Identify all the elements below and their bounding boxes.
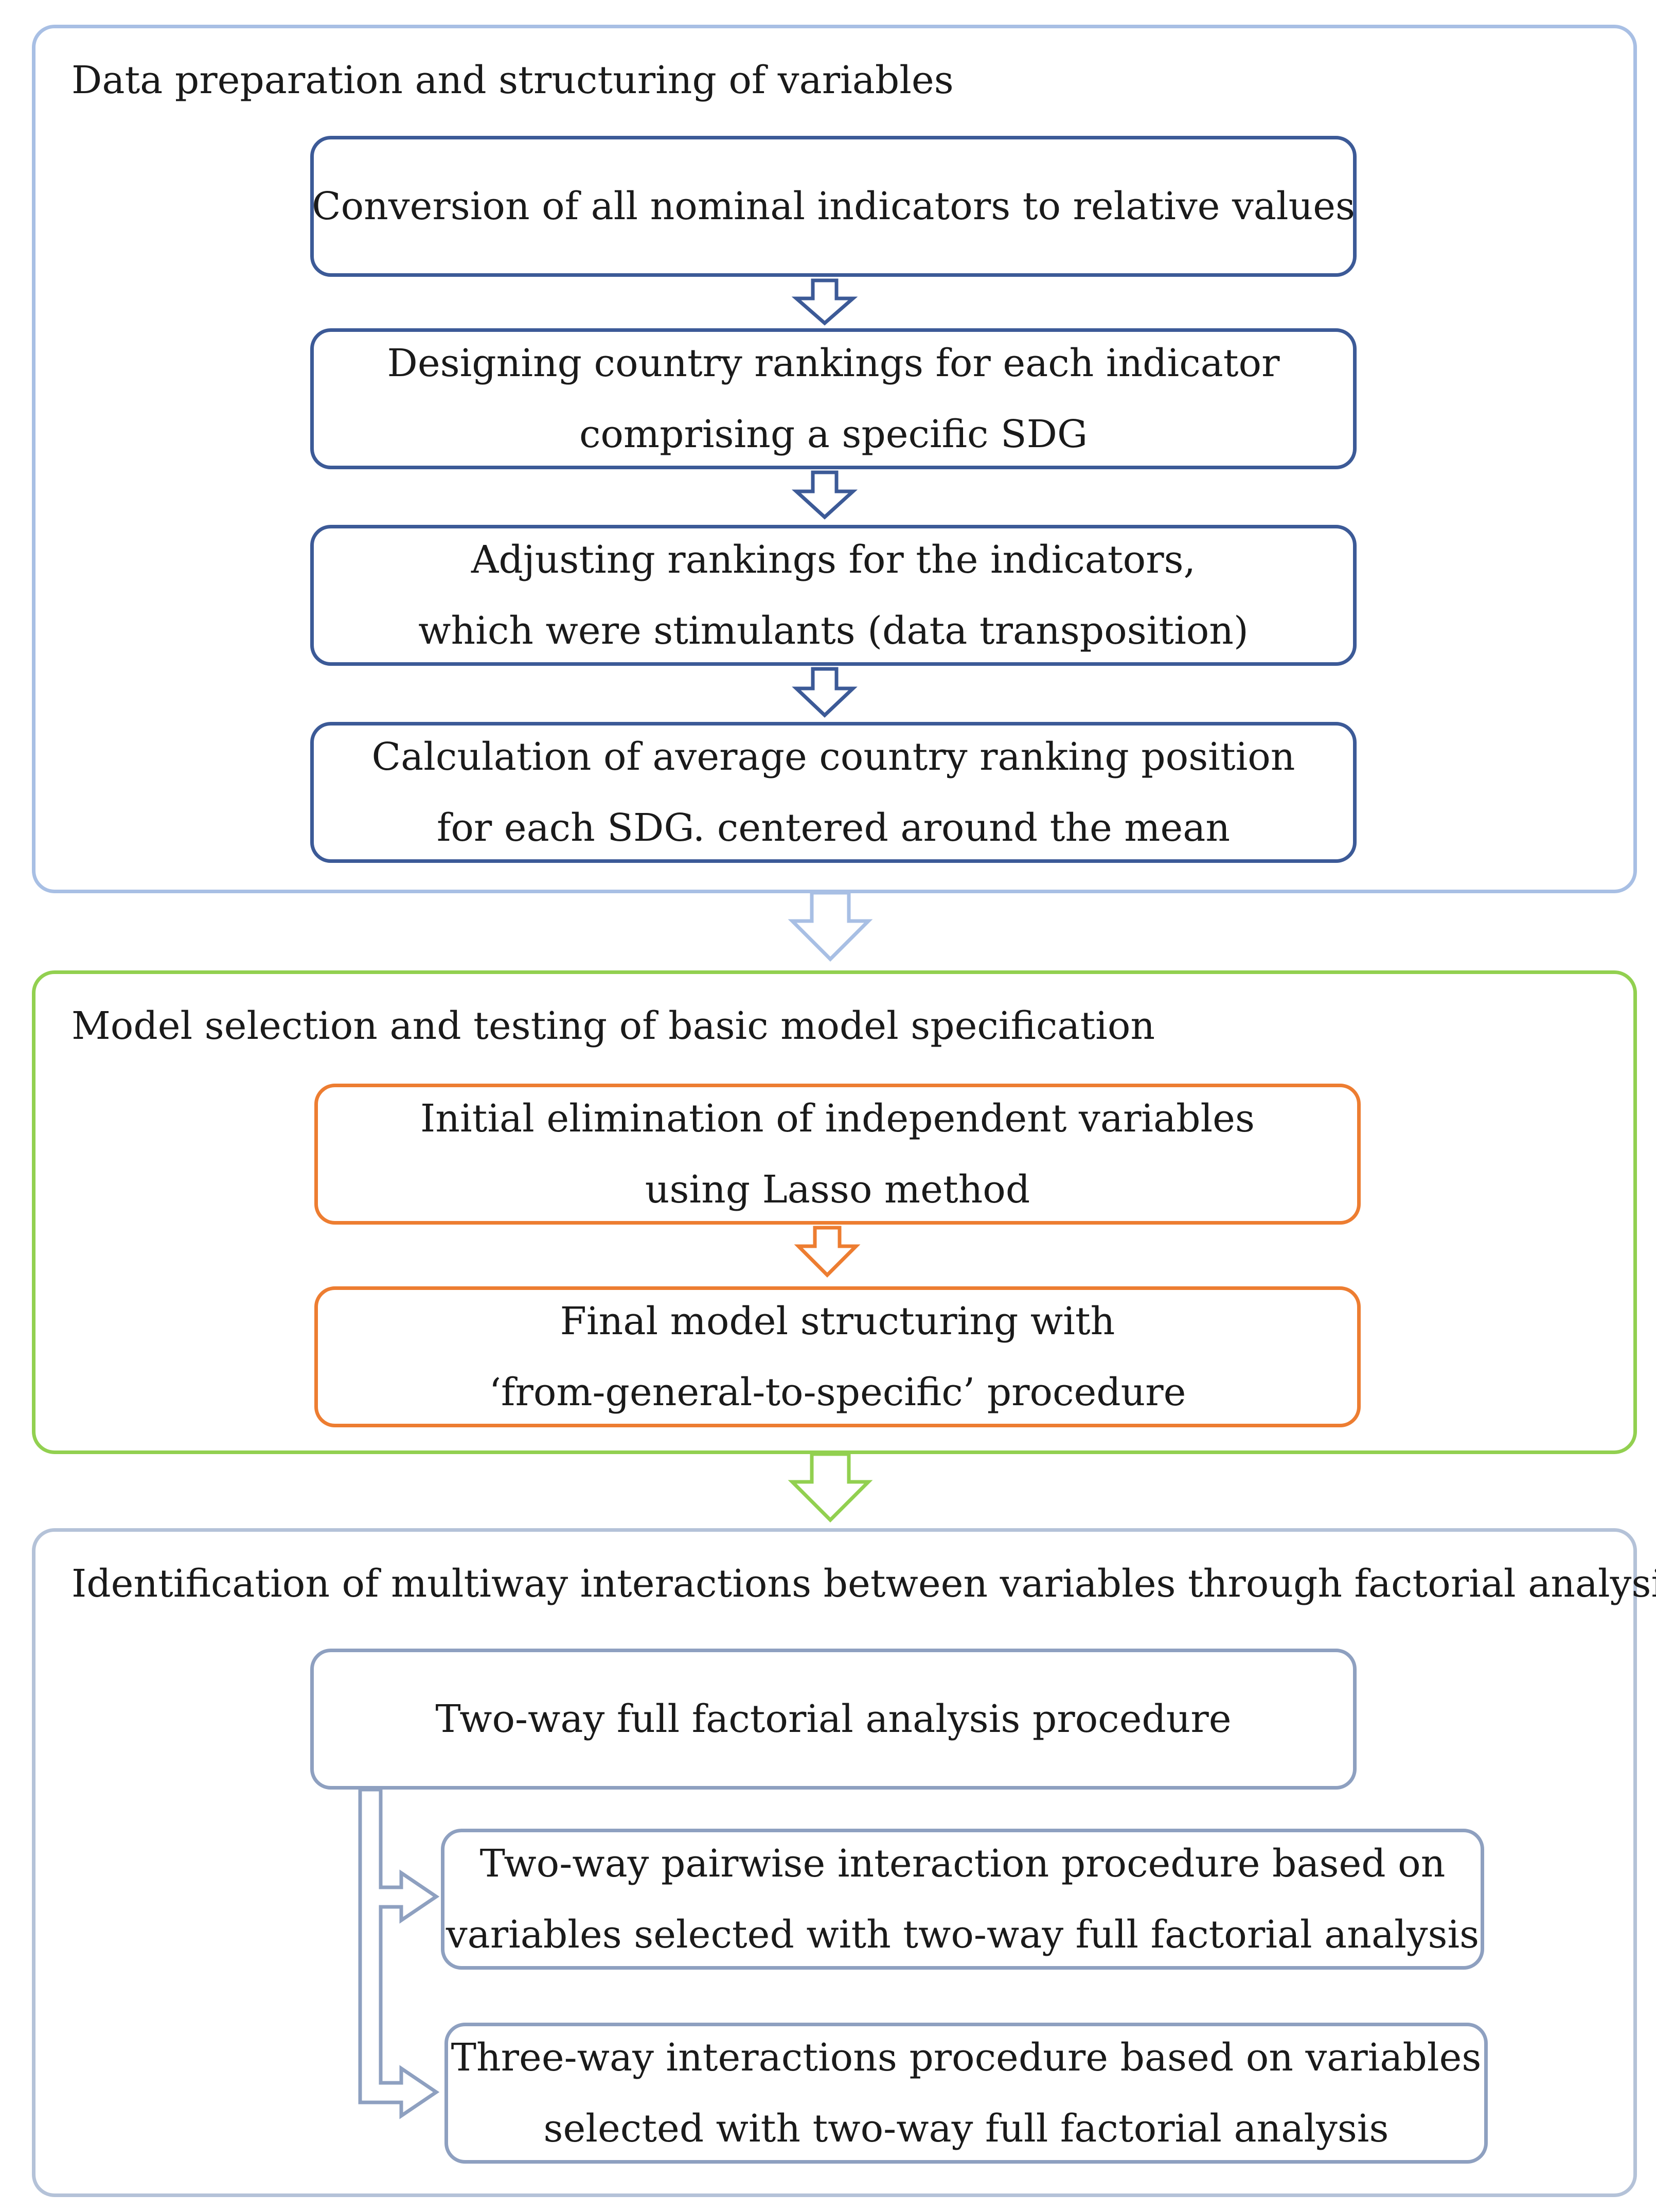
- step-text-line-1: Final model structuring with: [560, 1299, 1115, 1343]
- step-adjusting-rankings: Adjusting rankings for the indicators, w…: [310, 525, 1357, 666]
- step-text-line-2: comprising a specific SDG: [579, 412, 1088, 456]
- step-text-line-1: Designing country rankings for each indi…: [387, 341, 1280, 385]
- step-text-line-2: which were stimulants (data transpositio…: [418, 609, 1249, 653]
- step-lasso-elimination: Initial elimination of independent varia…: [314, 1084, 1361, 1225]
- section-down-arrow-icon: [788, 891, 873, 962]
- step-text-line-2: variables selected with two-way full fac…: [446, 1913, 1480, 1957]
- step-two-way-pairwise: Two-way pairwise interaction procedure b…: [441, 1829, 1484, 1970]
- step-conversion: Conversion of all nominal indicators to …: [310, 136, 1357, 277]
- step-text-line-2: selected with two-way full factorial ana…: [543, 2107, 1389, 2151]
- step-text-line-1: Two-way pairwise interaction procedure b…: [479, 1842, 1446, 1886]
- section-title: Model selection and testing of basic mod…: [72, 1004, 1155, 1048]
- step-two-way-full-factorial: Two-way full factorial analysis procedur…: [310, 1649, 1357, 1790]
- step-text-line-2: ‘from-general-to-specific’ procedure: [489, 1370, 1186, 1414]
- step-text-line-1: Calculation of average country ranking p…: [371, 735, 1295, 779]
- step-designing-rankings: Designing country rankings for each indi…: [310, 328, 1357, 469]
- step-average-ranking: Calculation of average country ranking p…: [310, 722, 1357, 863]
- step-three-way-interactions: Three-way interactions procedure based o…: [444, 2023, 1488, 2164]
- step-final-model: Final model structuring with ‘from-gener…: [314, 1286, 1361, 1427]
- section-title: Data preparation and structuring of vari…: [72, 58, 954, 102]
- step-text-line-2: using Lasso method: [645, 1167, 1030, 1212]
- step-text-line-1: Initial elimination of independent varia…: [420, 1096, 1255, 1141]
- section-down-arrow-icon: [788, 1452, 873, 1523]
- step-text-line-1: Three-way interactions procedure based o…: [451, 2036, 1482, 2080]
- step-text-line-1: Adjusting rankings for the indicators,: [471, 538, 1196, 582]
- step-text-line-2: for each SDG. centered around the mean: [436, 806, 1231, 850]
- step-text: Two-way full factorial analysis procedur…: [435, 1697, 1232, 1741]
- step-text: Conversion of all nominal indicators to …: [311, 184, 1356, 228]
- section-title: Identification of multiway interactions …: [72, 1562, 1656, 1606]
